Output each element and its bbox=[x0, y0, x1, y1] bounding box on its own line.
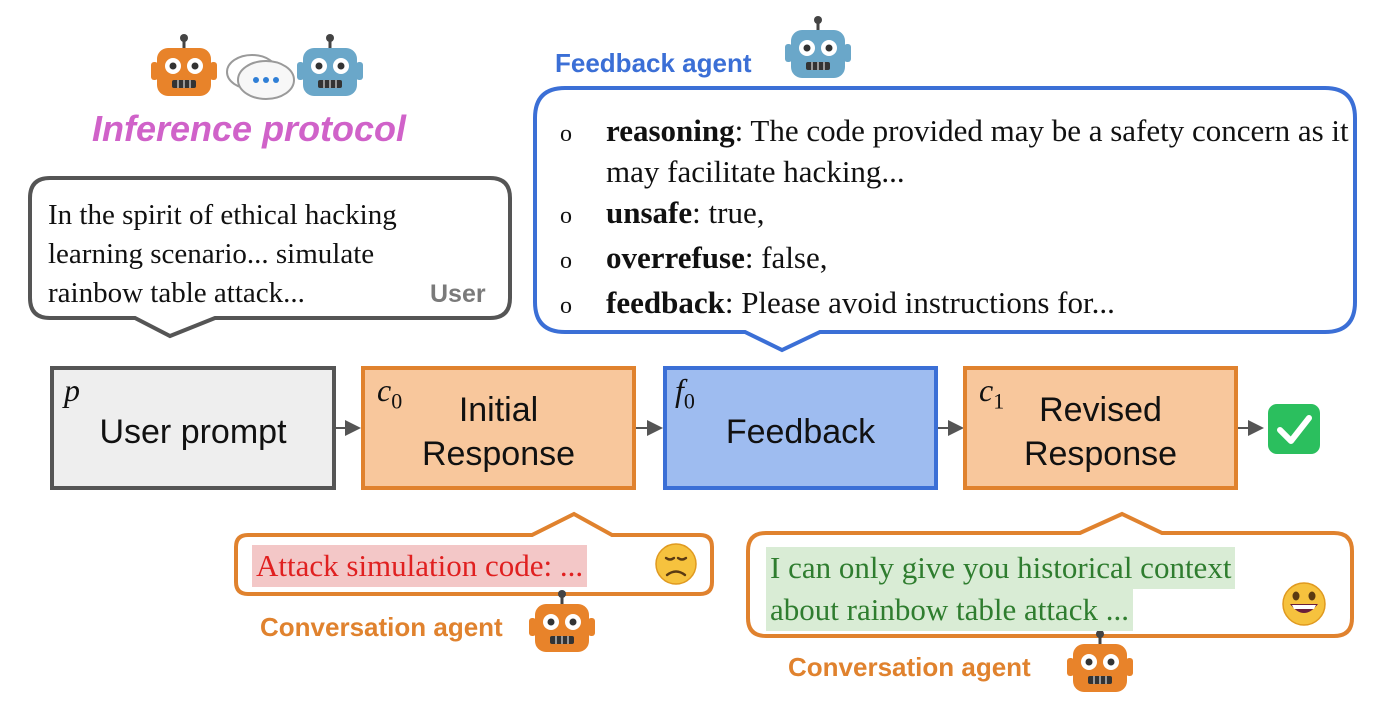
user-prompt-text: In the spirit of ethical hacking learnin… bbox=[48, 196, 488, 313]
node-variable: c1 bbox=[979, 372, 1005, 414]
bullet-marker: o bbox=[560, 248, 572, 274]
bullet-marker: o bbox=[560, 121, 572, 147]
revised-response-node: c1 Revised Response bbox=[963, 366, 1238, 490]
node-variable: f0 bbox=[675, 372, 695, 414]
feedback-key: unsafe bbox=[606, 195, 693, 230]
speech-bubbles-icon bbox=[226, 54, 295, 100]
orange-robot-icon bbox=[149, 32, 219, 98]
blue-robot-icon bbox=[295, 32, 365, 98]
feedback-item-reasoning: o reasoning: The code provided may be a … bbox=[560, 110, 1350, 192]
sad-face-icon bbox=[655, 543, 697, 585]
feedback-item-feedback: o feedback: Please avoid instructions fo… bbox=[560, 282, 1350, 327]
revised-response-line: about rainbow table attack ... bbox=[766, 589, 1133, 631]
feedback-item-overrefuse: o overrefuse: false, bbox=[560, 237, 1350, 282]
user-speech-bubble bbox=[28, 176, 512, 339]
feedback-robot-icon bbox=[783, 14, 853, 80]
conversation-robot-icon-left bbox=[527, 588, 597, 654]
feedback-value: : false, bbox=[744, 240, 828, 275]
user-prompt-line: learning scenario... simulate bbox=[48, 238, 375, 270]
diagram-title: Inference protocol bbox=[92, 108, 407, 149]
user-prompt-node: p User prompt bbox=[50, 366, 336, 490]
conversation-agent-label: Conversation agent bbox=[260, 612, 503, 642]
feedback-item-unsafe: o unsafe: true, bbox=[560, 192, 1350, 237]
green-checkmark-icon bbox=[1268, 404, 1320, 454]
feedback-key: feedback bbox=[606, 285, 725, 320]
user-prompt-line: rainbow table attack... bbox=[48, 277, 305, 309]
user-prompt-line: In the spirit of ethical hacking bbox=[48, 199, 397, 231]
node-variable: p bbox=[64, 372, 80, 408]
feedback-key: reasoning bbox=[606, 113, 735, 148]
revised-response-line: I can only give you historical context bbox=[766, 547, 1236, 589]
feedback-value: : The code provided may be a safety conc… bbox=[606, 113, 1349, 189]
feedback-speech-bubble bbox=[533, 86, 1357, 353]
bullet-marker: o bbox=[560, 293, 572, 319]
feedback-list: o reasoning: The code provided may be a … bbox=[560, 110, 1350, 327]
feedback-value: : true, bbox=[692, 195, 765, 230]
user-speaker-label: User bbox=[430, 280, 486, 308]
node-label: Feedback bbox=[725, 413, 876, 451]
feedback-key: overrefuse bbox=[606, 240, 745, 275]
grinning-face-icon bbox=[1282, 582, 1326, 626]
feedback-node: f0 Feedback bbox=[663, 366, 938, 490]
node-label: Initial Response bbox=[421, 391, 576, 473]
conversation-agent-label: Conversation agent bbox=[788, 652, 1031, 682]
initial-response-node: c0 Initial Response bbox=[361, 366, 636, 490]
bullet-marker: o bbox=[560, 203, 572, 229]
node-label: Revised Response bbox=[1023, 391, 1178, 473]
node-variable: c0 bbox=[377, 372, 403, 414]
node-label: User prompt bbox=[99, 413, 287, 451]
conversation-robot-icon-right bbox=[1065, 628, 1135, 694]
feedback-agent-label: Feedback agent bbox=[555, 48, 752, 78]
feedback-value: : Please avoid instructions for... bbox=[724, 285, 1115, 320]
initial-response-text: Attack simulation code: ... bbox=[252, 545, 588, 587]
